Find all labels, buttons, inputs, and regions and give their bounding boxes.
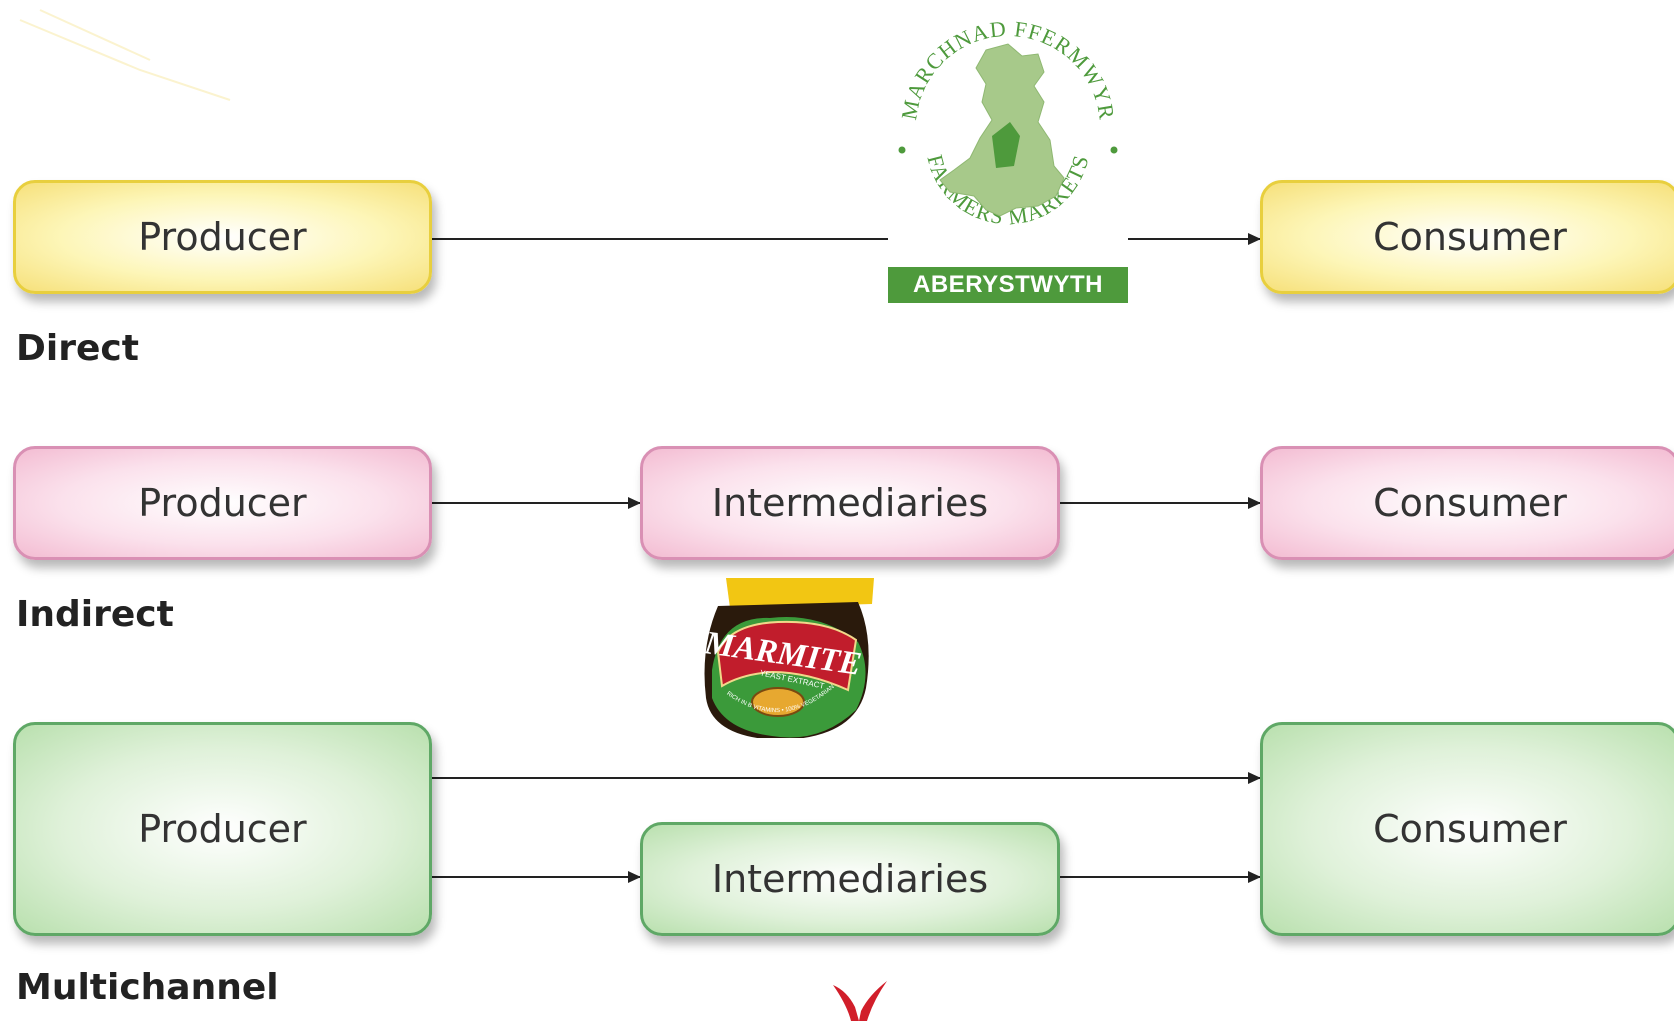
partial-red-logo-icon [833, 981, 887, 1021]
aberystwyth-banner: ABERYSTWYTH [888, 267, 1128, 303]
indirect-producer-box: Producer [13, 446, 432, 560]
multichannel-producer-label: Producer [138, 807, 307, 851]
farmers-market-logo: MARCHNAD FFERMWYR FARMERS MARKETS [888, 10, 1128, 303]
direct-producer-box: Producer [13, 180, 432, 294]
multichannel-producer-box: Producer [13, 722, 432, 936]
direct-consumer-label: Consumer [1373, 215, 1567, 259]
multichannel-intermediaries-box: Intermediaries [640, 822, 1060, 936]
indirect-producer-label: Producer [138, 481, 307, 525]
direct-consumer-box: Consumer [1260, 180, 1674, 294]
wales-map-icon: MARCHNAD FFERMWYR FARMERS MARKETS [896, 16, 1119, 230]
multichannel-label: Multichannel [16, 967, 279, 1008]
indirect-consumer-box: Consumer [1260, 446, 1674, 560]
marmite-jar-image: MARMITE YEAST EXTRACT RICH IN B VITAMINS… [660, 578, 920, 740]
indirect-intermediaries-label: Intermediaries [711, 481, 989, 525]
marmite-jar-icon: MARMITE YEAST EXTRACT RICH IN B VITAMINS… [701, 578, 874, 740]
indirect-consumer-label: Consumer [1373, 481, 1567, 525]
indirect-label: Indirect [16, 594, 174, 635]
indirect-intermediaries-box: Intermediaries [640, 446, 1060, 560]
multichannel-consumer-label: Consumer [1373, 807, 1567, 851]
direct-producer-label: Producer [138, 215, 307, 259]
multichannel-consumer-box: Consumer [1260, 722, 1674, 936]
direct-label: Direct [16, 328, 139, 369]
corner-decoration [19, 9, 231, 101]
multichannel-intermediaries-label: Intermediaries [711, 857, 989, 901]
